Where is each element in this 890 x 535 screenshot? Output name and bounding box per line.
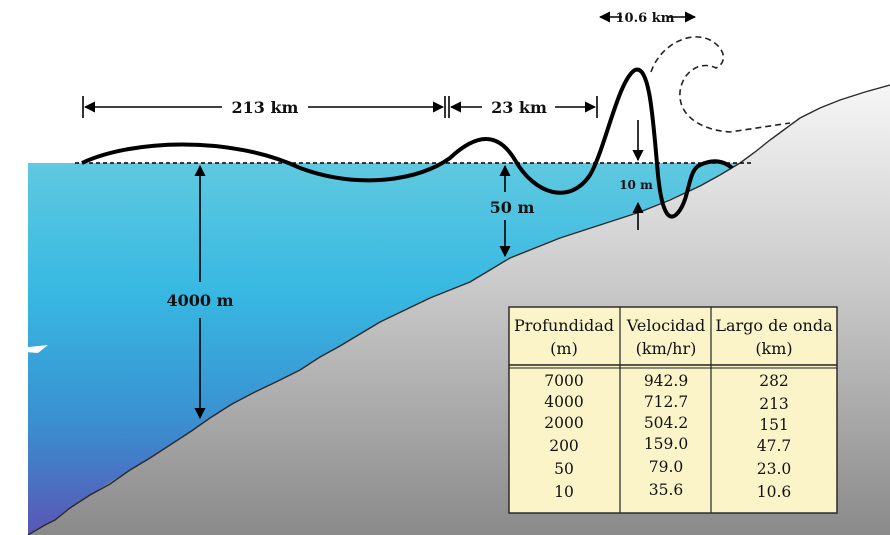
header-speed: Velocidad xyxy=(626,316,705,335)
label-4000m: 4000 m xyxy=(166,291,233,310)
label-23km: 23 km xyxy=(491,98,547,117)
table-cell: 23.0 xyxy=(757,460,792,478)
table-cell: 200 xyxy=(549,437,579,455)
table-cell: 504.2 xyxy=(644,414,688,432)
breaking-crest-dashed xyxy=(650,36,791,133)
edge-notch xyxy=(0,345,48,353)
header-speed-unit: (km/hr) xyxy=(636,339,697,358)
header-depth-unit: (m) xyxy=(550,339,578,358)
label-213km: 213 km xyxy=(232,98,299,117)
table-cell: 10.6 xyxy=(757,483,792,501)
header-wavelength: Largo de onda xyxy=(715,316,833,335)
table-cell: 7000 xyxy=(544,372,583,390)
ocean-water xyxy=(28,163,740,535)
coastline xyxy=(27,84,890,535)
table-cell: 4000 xyxy=(544,393,583,411)
table-cell: 79.0 xyxy=(649,458,684,476)
header-depth: Profundidad xyxy=(514,316,614,335)
table-cell: 712.7 xyxy=(644,393,688,411)
table-cell: 942.9 xyxy=(644,372,688,390)
table-cell: 10 xyxy=(554,483,574,501)
table-cell: 47.7 xyxy=(757,437,792,455)
table-cell: 151 xyxy=(759,416,789,434)
table-cell: 282 xyxy=(759,372,789,390)
dim-213km: 213 km xyxy=(82,96,446,118)
header-wavelength-unit: (km) xyxy=(755,339,792,358)
table-cell: 35.6 xyxy=(649,481,684,499)
table-cell: 50 xyxy=(554,460,574,478)
wave-profile xyxy=(81,67,734,219)
dim-10-6km: 10.6 km xyxy=(598,11,697,26)
label-10m: 10 m xyxy=(619,178,653,192)
table-cell: 2000 xyxy=(544,414,583,432)
table-cell: 159.0 xyxy=(644,435,688,453)
label-10-6km: 10.6 km xyxy=(616,11,675,26)
dim-10m: 10 m xyxy=(619,120,653,230)
dim-23km: 23 km xyxy=(448,96,598,118)
dim-50m: 50 m xyxy=(490,164,535,258)
speed-table: Profundidad (m) Velocidad (km/hr) Largo … xyxy=(508,306,838,514)
dim-4000m: 4000 m xyxy=(166,164,234,420)
label-50m: 50 m xyxy=(490,198,535,217)
table-cell: 213 xyxy=(759,395,789,413)
